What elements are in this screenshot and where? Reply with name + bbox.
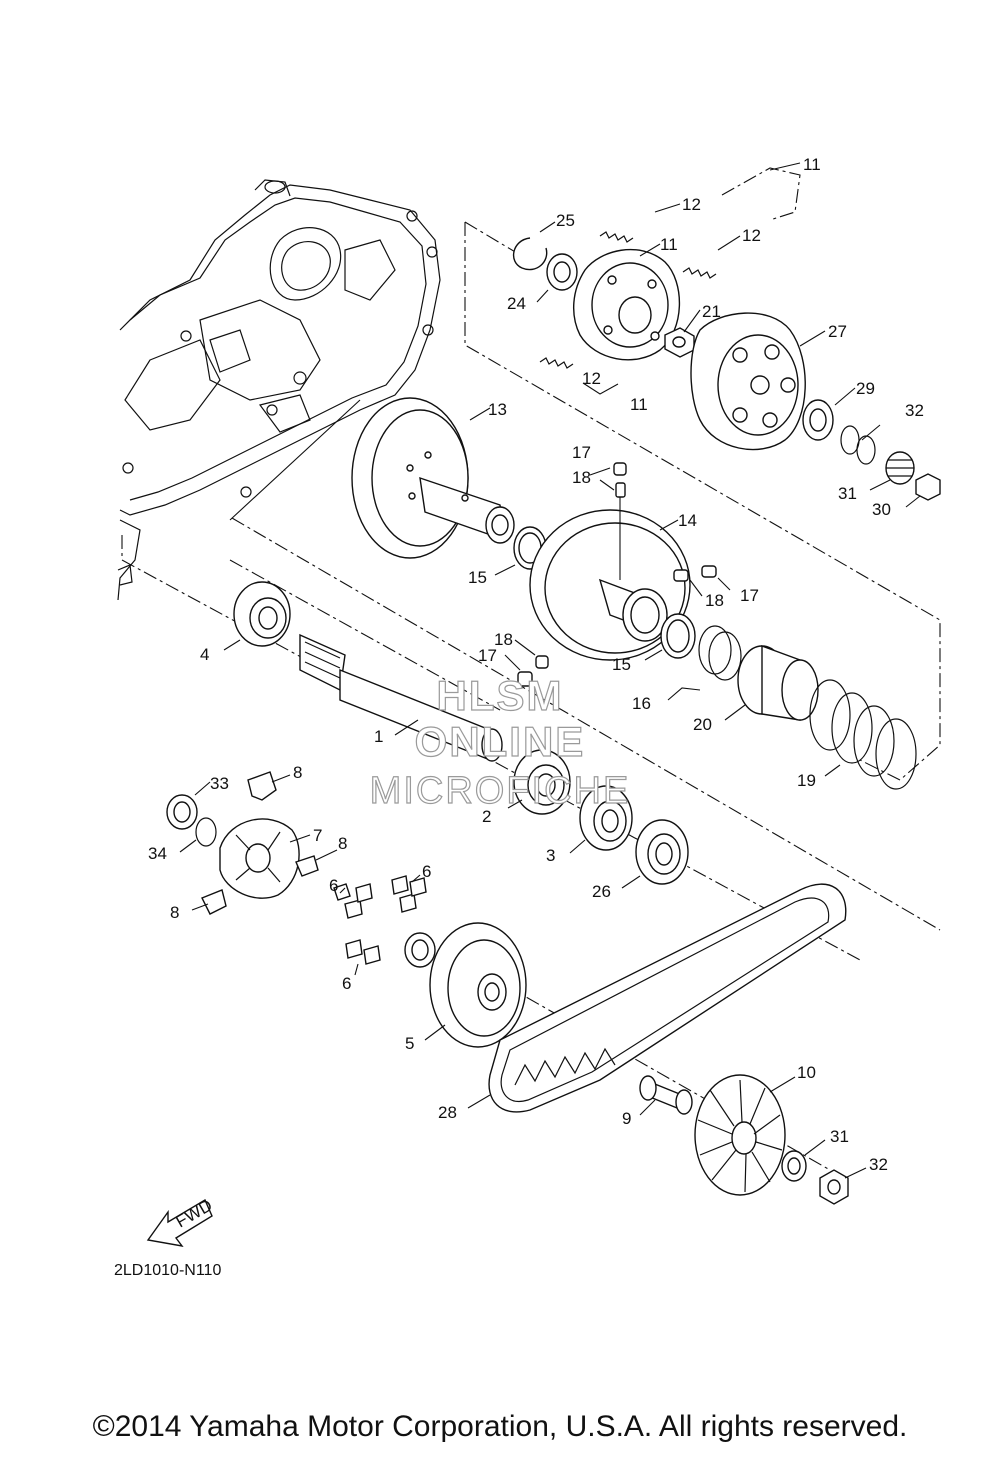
label-12-bottom: 12 xyxy=(582,369,601,388)
label-34: 34 xyxy=(148,844,167,863)
label-33: 33 xyxy=(210,774,229,793)
label-18-top: 18 xyxy=(572,468,591,487)
label-14: 14 xyxy=(678,511,697,530)
label-31: 31 xyxy=(830,1127,849,1146)
crankcase-cover xyxy=(117,179,441,601)
label-26: 28 xyxy=(438,1103,457,1122)
label-17-top: 17 xyxy=(572,443,591,462)
label-23: 25 xyxy=(556,211,575,230)
watermark-line-2: ONLINE xyxy=(414,717,586,765)
label-20: 20 xyxy=(693,715,712,734)
label-27: 29 xyxy=(856,379,875,398)
label-9: 9 xyxy=(622,1109,631,1128)
label-6-b: 6 xyxy=(422,862,431,881)
clutch-assembly xyxy=(512,231,941,501)
label-6-c: 6 xyxy=(342,974,351,993)
primary-shaft xyxy=(233,581,689,885)
label-10: 10 xyxy=(797,1063,816,1082)
secondary-sheave xyxy=(351,397,917,790)
fwd-arrow: FWD xyxy=(146,1196,216,1247)
label-8-bottom: 8 xyxy=(170,903,179,922)
label-12-right: 12 xyxy=(742,226,761,245)
variator-assembly xyxy=(166,771,527,1048)
assembly-guide-lines xyxy=(121,167,941,1171)
label-17-left: 17 xyxy=(478,646,497,665)
leader-lines xyxy=(179,162,921,1179)
label-15-lower: 15 xyxy=(612,655,631,674)
label-11-mid: 11 xyxy=(660,235,678,254)
label-12-top: 12 xyxy=(682,195,701,214)
label-11-bottom: 11 xyxy=(630,395,648,414)
label-28: 30 xyxy=(872,500,891,519)
watermark-line-1: HLSM xyxy=(436,671,564,719)
label-5: 5 xyxy=(405,1034,414,1053)
label-2: 2 xyxy=(482,807,491,826)
diagram-code: 2LD1010-N110 xyxy=(114,1262,222,1279)
label-19: 19 xyxy=(797,771,816,790)
label-18-right: 18 xyxy=(705,591,724,610)
label-24: 26 xyxy=(592,882,611,901)
label-32: 32 xyxy=(869,1155,888,1174)
label-30: 32 xyxy=(905,401,924,420)
label-15-upper: 15 xyxy=(468,568,487,587)
fixed-sheave xyxy=(639,1074,849,1205)
label-8-right: 8 xyxy=(338,834,347,853)
part-labels: 11 12 11 12 25 24 21 27 29 32 31 30 12 1… xyxy=(148,155,924,1174)
label-13: 13 xyxy=(488,400,507,419)
label-18-left: 18 xyxy=(494,630,513,649)
watermark-line-3: MICROFICHE xyxy=(369,769,631,812)
label-11-top: 11 xyxy=(803,155,821,174)
label-4: 4 xyxy=(200,645,209,664)
label-6-a: 6 xyxy=(329,876,338,895)
label-7: 7 xyxy=(313,826,322,845)
label-22: 24 xyxy=(507,294,526,313)
label-25: 27 xyxy=(828,322,847,341)
label-1: 1 xyxy=(374,727,383,746)
label-21: 21 xyxy=(702,302,721,321)
label-29: 31 xyxy=(838,484,857,503)
label-17-right: 17 xyxy=(740,586,759,605)
label-16: 16 xyxy=(632,694,651,713)
copyright-notice: ©2014 Yamaha Motor Corporation, U.S.A. A… xyxy=(92,1410,908,1443)
v-belt xyxy=(488,883,847,1113)
label-8-top: 8 xyxy=(293,763,302,782)
label-3: 3 xyxy=(546,846,555,865)
